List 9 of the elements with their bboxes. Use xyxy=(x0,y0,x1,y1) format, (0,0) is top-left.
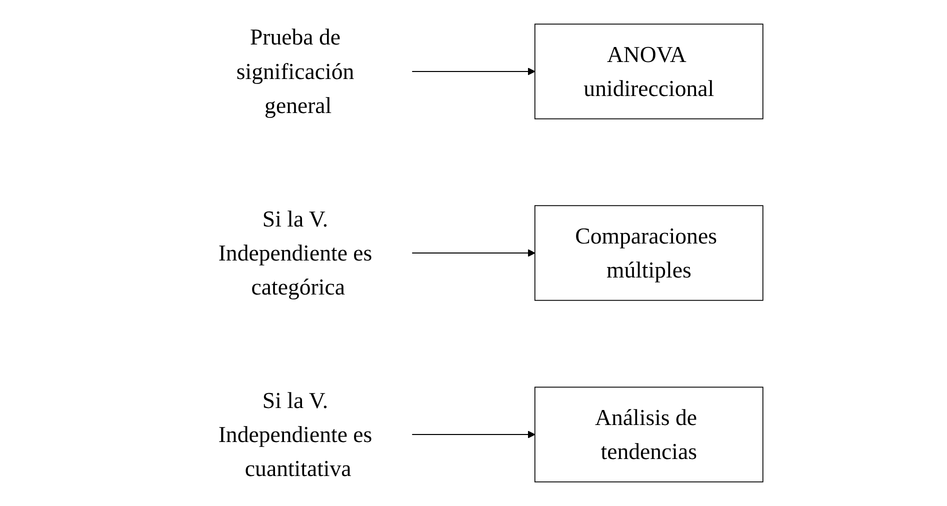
node-text: Prueba de significación general xyxy=(236,24,354,118)
arrow xyxy=(412,249,536,257)
node-box: ANOVA unidireccional xyxy=(534,24,764,120)
arrow xyxy=(412,430,536,438)
node-box: Comparaciones múltiples xyxy=(534,205,764,301)
node-text: Si la V. Independiente es categórica xyxy=(218,206,372,300)
node-text: Si la V. Independiente es cuantitativa xyxy=(218,388,372,482)
arrow xyxy=(412,68,536,76)
node-box: Análisis de tendencias xyxy=(534,386,764,482)
